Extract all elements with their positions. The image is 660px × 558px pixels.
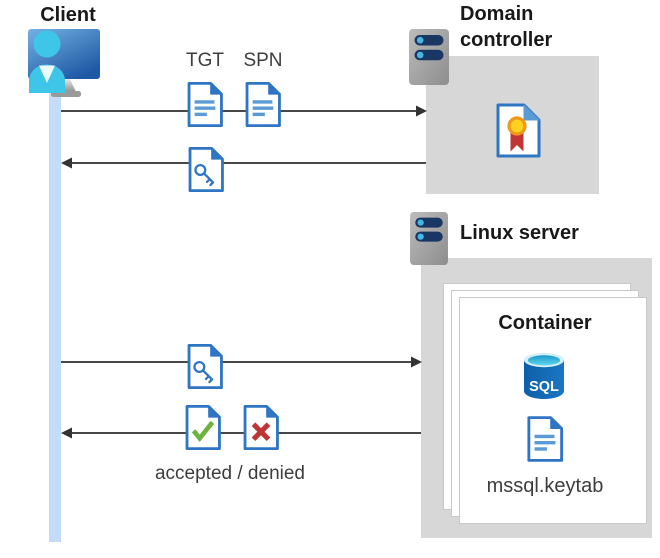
client-computer-user-icon — [28, 29, 100, 97]
domain-controller-label: Domain controller — [460, 1, 552, 53]
linux-server-icon — [409, 211, 449, 266]
denied-document-icon — [243, 404, 279, 451]
client-lifeline — [49, 72, 61, 542]
arrowhead-left-icon — [61, 157, 72, 169]
arrowhead-right-icon — [416, 105, 427, 117]
keytab-filename-label: mssql.keytab — [486, 475, 604, 497]
accepted-document-icon — [185, 404, 221, 451]
arrowhead-left-icon — [61, 427, 72, 439]
container-label: Container — [498, 312, 592, 334]
client-label: Client — [40, 4, 96, 26]
linux-server-label: Linux server — [460, 222, 579, 244]
domain-controller-label-line2: controller — [460, 29, 553, 51]
keytab-document-icon — [527, 416, 564, 462]
certificate-document-icon — [496, 103, 541, 158]
tgt-document-icon — [187, 81, 223, 128]
domain-controller-server-icon — [408, 28, 450, 86]
container-card: Container SQL mssql.keytab — [459, 297, 647, 524]
spn-label: SPN — [243, 50, 283, 71]
spn-document-icon — [245, 81, 281, 128]
tgt-label: TGT — [186, 50, 224, 71]
ticket-key-document-icon — [187, 343, 223, 390]
sql-badge-text: SQL — [529, 379, 559, 395]
arrowhead-right-icon — [411, 356, 422, 368]
domain-controller-label-line1: Domain — [460, 3, 534, 25]
accepted-denied-label: accepted / denied — [154, 463, 305, 484]
sql-database-icon: SQL — [524, 352, 564, 399]
ticket-key-document-icon — [188, 146, 224, 193]
